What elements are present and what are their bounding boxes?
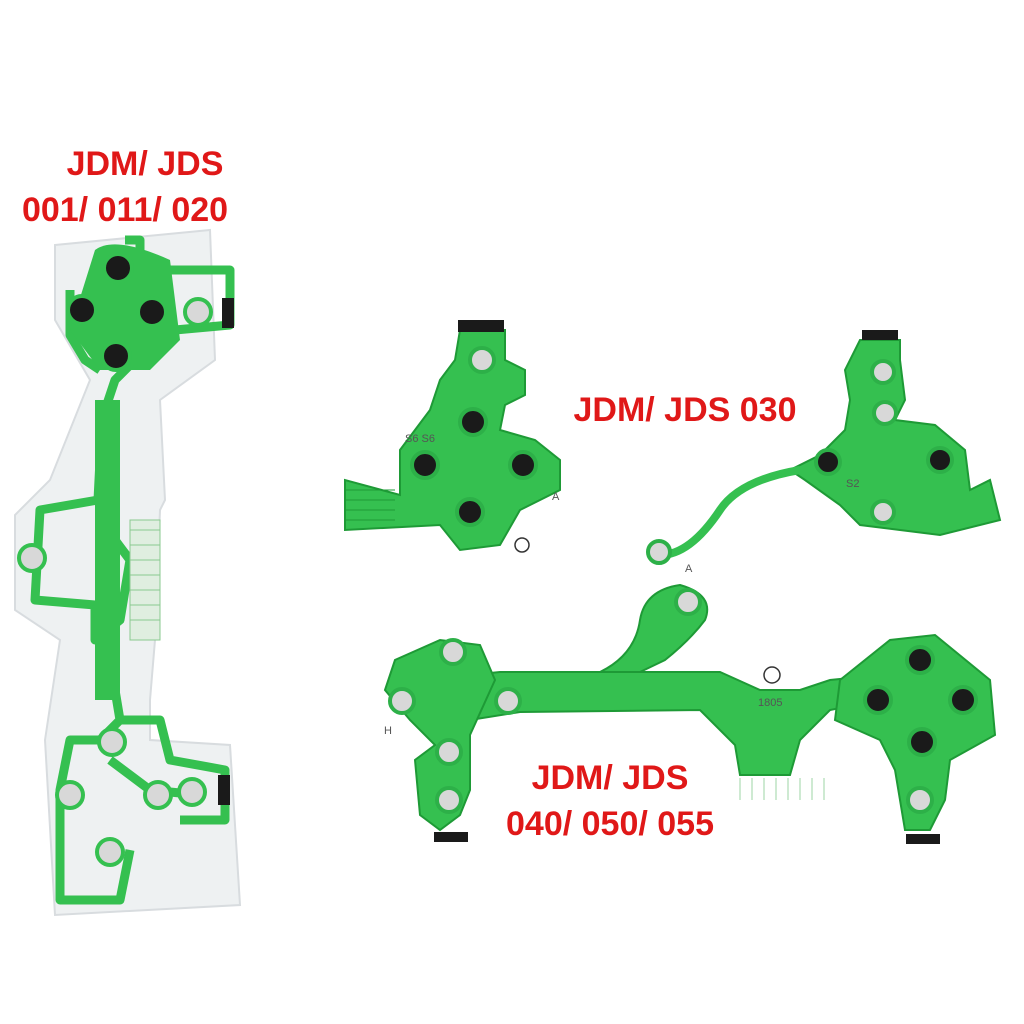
board-030-a-circle-mark [514,537,530,553]
board-030-b-light-contacts [646,359,898,565]
ribbon-top-pad [70,244,180,370]
board-030-a-contacts [410,407,538,527]
board-040-light-contacts [388,588,934,814]
board-040-mark-h: H [384,725,392,737]
board-030-a: A S6 S6 [344,320,561,553]
model-label-left-line2: 001/ 011/ 020 [21,191,229,229]
ribbon-001-011-020 [14,228,242,917]
ribbon-dark-contacts [66,252,168,372]
board-030-b-film [788,339,1002,537]
model-label-bottom-line2: 040/ 050/ 055 [506,805,714,843]
board-030-b-tab [862,330,898,340]
board-040-050-055: H 1805 [383,583,997,844]
board-030-a-tab [458,320,504,332]
ribbon-tab-top [222,298,234,328]
board-030-a-light-contacts [468,346,496,374]
board-030-b: A S2 [646,330,1002,575]
board-040-circle-mark [763,666,781,684]
board-030-a-film [344,329,561,552]
board-030-b-cable [659,466,801,559]
ribbon-tab-bottom [218,775,230,805]
board-030-b-contacts [814,446,954,476]
board-040-code: 1805 [758,697,782,709]
ribbon-spine [95,400,120,700]
board-030-a-mark-a: A [552,491,560,503]
board-030-a-connector-fingers [345,489,395,521]
board-040-tab-right [906,834,940,844]
board-040-connector-fingers [739,778,825,800]
model-label-bottom-line1: JDM/ JDS [531,759,689,797]
board-040-tab-left [434,832,468,842]
model-label-middle: JDM/ JDS 030 [573,391,797,429]
ribbon-connector-fingers [129,519,161,641]
board-040-contacts [863,645,978,757]
board-030-b-mark-a: A [685,563,693,575]
model-label-left-line1: JDM/ JDS [66,145,224,183]
ribbon-light-contacts [17,297,213,867]
board-030-b-mark-s2: S2 [846,478,859,490]
board-030-a-mark-s6: S6 S6 [405,433,435,445]
